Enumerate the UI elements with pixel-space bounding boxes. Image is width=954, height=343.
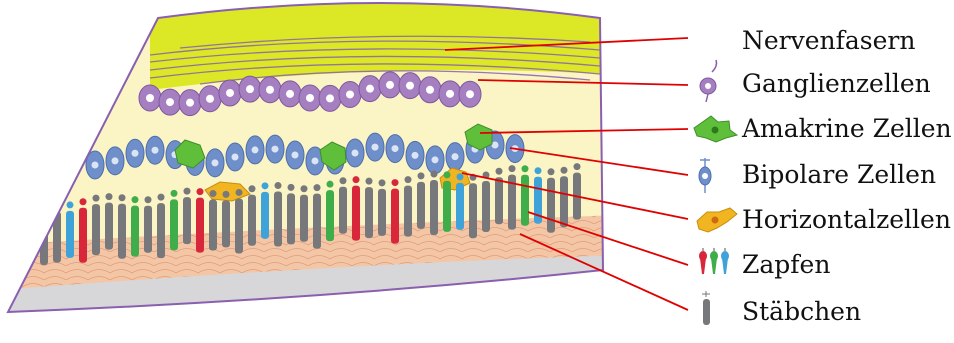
label-nerve-fibers: Nervenfasern (742, 26, 915, 55)
rod-cell (248, 195, 256, 246)
rod-cell (404, 186, 412, 237)
rod-cell (287, 193, 295, 244)
rod-cell (378, 189, 386, 236)
cone-cell (391, 189, 399, 244)
rod-cell (105, 203, 113, 250)
cone-cell (326, 190, 334, 241)
rod-cell (274, 192, 282, 247)
cone-cell (352, 186, 360, 241)
rod-cell (144, 206, 152, 253)
rod-cell (469, 183, 477, 238)
rod-cell (430, 180, 438, 235)
label-bipolar-cells: Bipolare Zellen (742, 160, 936, 189)
label-cones: Zapfen (742, 250, 830, 279)
rod-cell (183, 197, 191, 244)
rod-cell (222, 200, 230, 247)
rod-cell (313, 194, 321, 249)
cone-cell (170, 199, 178, 250)
cone-cell (196, 198, 204, 253)
cone-cell (131, 206, 139, 257)
rod-cell (365, 187, 373, 238)
amacrine-cell-icon (694, 116, 737, 142)
cone-cell (261, 192, 269, 239)
rod-cell (157, 203, 165, 258)
rod-cell (417, 182, 425, 229)
rod-cell (339, 187, 347, 234)
rod-cell (92, 204, 100, 255)
rod-cell (118, 204, 126, 259)
label-amacrine-cells: Amakrine Zellen (741, 114, 952, 143)
label-rods: Stäbchen (742, 297, 861, 326)
cone-cell (456, 183, 464, 230)
horizontal-cell-icon (697, 208, 737, 232)
rod-cell (300, 195, 308, 242)
rod-cell (560, 176, 568, 227)
label-ganglion-cells: Ganglienzellen (742, 69, 931, 98)
bipolar-cell-icon (699, 158, 711, 193)
cone-cell (79, 208, 87, 263)
cone-cell (521, 175, 529, 226)
label-horizontal-cells: Horizontalzellen (742, 205, 951, 234)
cone-cell (66, 211, 74, 258)
cone-cell (443, 181, 451, 232)
rod-cell (547, 178, 555, 233)
rod-cell (495, 177, 503, 224)
cone-cells-icon (699, 248, 729, 274)
rod-cell-icon (702, 291, 710, 325)
rod-cell (235, 198, 243, 253)
rod-cell (482, 181, 490, 232)
retina-section (0, 0, 620, 343)
ganglion-cell-icon (700, 60, 717, 102)
rod-cell (209, 200, 217, 251)
